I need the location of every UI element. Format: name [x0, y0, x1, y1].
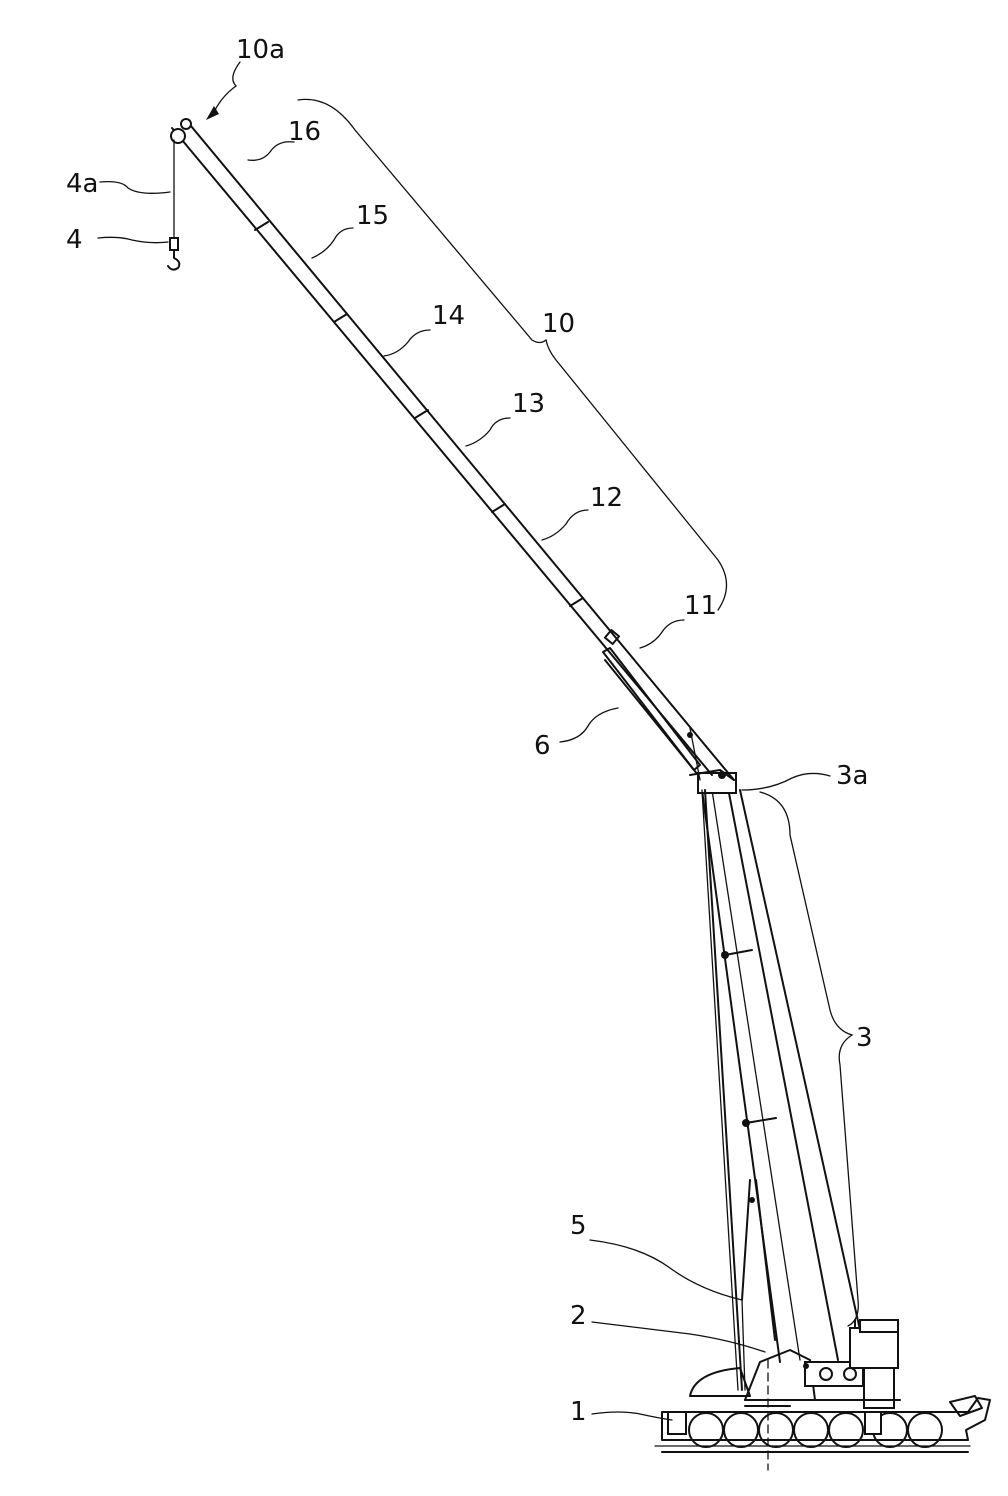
label-11: 11: [684, 591, 717, 621]
upper-slewing-body: [689, 1319, 901, 1409]
label-15: 15: [356, 201, 389, 231]
crawler-undercarriage: [654, 1359, 991, 1471]
label-10: 10: [542, 309, 575, 339]
label-3a: 3a: [836, 761, 868, 791]
label-4: 4: [66, 225, 83, 255]
track-rollers: [688, 1412, 943, 1448]
lower-boom: [697, 772, 861, 1363]
pendant-ropes: [701, 789, 776, 1391]
hook-block: [167, 139, 181, 271]
label-4a: 4a: [66, 169, 98, 199]
leader-lines: [97, 61, 859, 1421]
label-6: 6: [534, 731, 551, 761]
reference-numerals: 10a 16 4a 15 4 14 10 13 12 11 6 3a 3 5 2…: [66, 35, 873, 1427]
label-16: 16: [288, 117, 321, 147]
label-12: 12: [590, 483, 623, 513]
label-5: 5: [570, 1211, 587, 1241]
label-14: 14: [432, 301, 465, 331]
luffing-cylinder: [602, 647, 701, 781]
label-10a: 10a: [236, 35, 285, 65]
label-13: 13: [512, 389, 545, 419]
upper-telescopic-boom: [170, 118, 735, 781]
label-1: 1: [570, 1397, 587, 1427]
label-3: 3: [856, 1023, 873, 1053]
label-2: 2: [570, 1301, 587, 1331]
